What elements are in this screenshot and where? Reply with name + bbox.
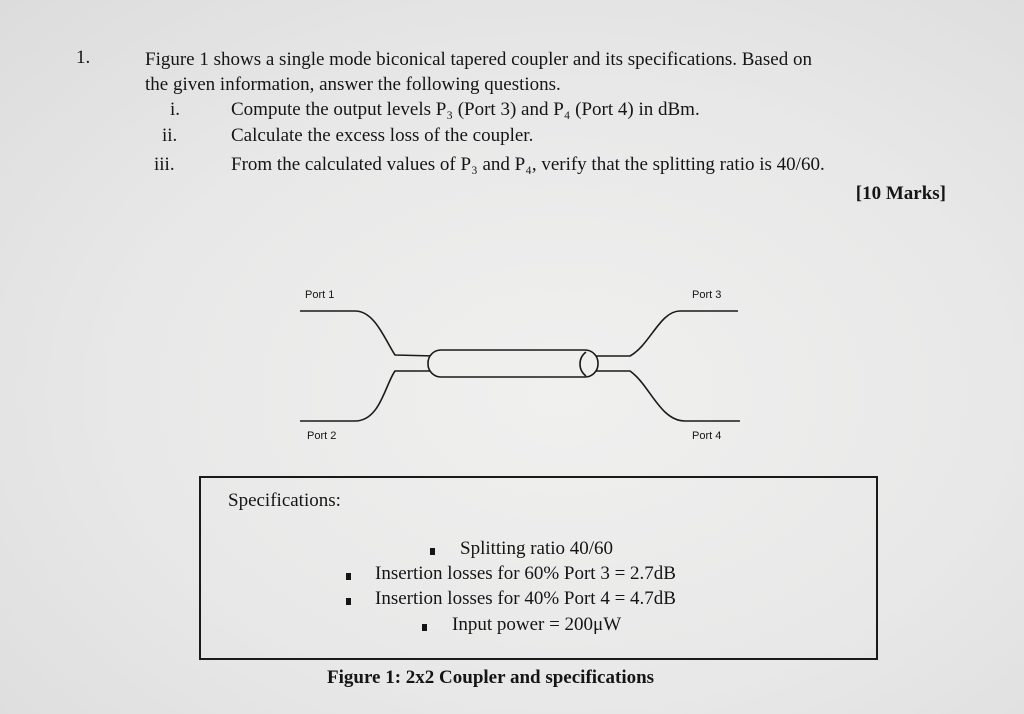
port-1-label: Port 1 [305,289,335,301]
specifications-box [199,476,878,660]
spec-insertion-loss-port3: Insertion losses for 60% Port 3 = 2.7dB [375,563,676,584]
part-ii-text: Calculate the excess loss of the coupler… [231,125,534,146]
intro-line-2: the given information, answer the follow… [145,74,561,95]
figure-caption: Figure 1: 2x2 Coupler and specifications [327,667,655,688]
spec-insertion-loss-port4: Insertion losses for 40% Port 4 = 4.7dB [375,588,676,609]
port-3-label: Port 3 [692,289,722,301]
part-iii-text: From the calculated values of P₃ and P₄,… [231,154,825,175]
part-i-numeral: i. [170,99,181,120]
coupler-body [427,349,599,378]
part-ii-numeral: ii. [162,125,178,146]
port-4-label: Port 4 [692,430,722,442]
question-intro: Figure 1 shows a single mode biconical t… [145,47,955,97]
part-iii-numeral: iii. [154,154,175,175]
part-i-text: Compute the output levels P₃ (Port 3) an… [231,99,700,120]
fiber-port2 [300,370,435,422]
question-number: 1. [76,47,91,68]
spec-input-power: Input power = 200μW [452,614,622,635]
fiber-port1 [300,310,436,357]
fiber-port3 [590,310,738,357]
bullet-icon [346,573,351,580]
specifications-title: Specifications: [228,490,341,511]
bullet-icon [346,598,351,605]
port-2-label: Port 2 [307,430,337,442]
bullet-icon [430,548,435,555]
marks-label: [10 Marks] [855,183,946,204]
fiber-port4 [590,370,740,422]
intro-line-1: Figure 1 shows a single mode biconical t… [145,49,812,70]
bullet-icon [422,624,427,631]
spec-splitting-ratio: Splitting ratio 40/60 [460,538,614,559]
